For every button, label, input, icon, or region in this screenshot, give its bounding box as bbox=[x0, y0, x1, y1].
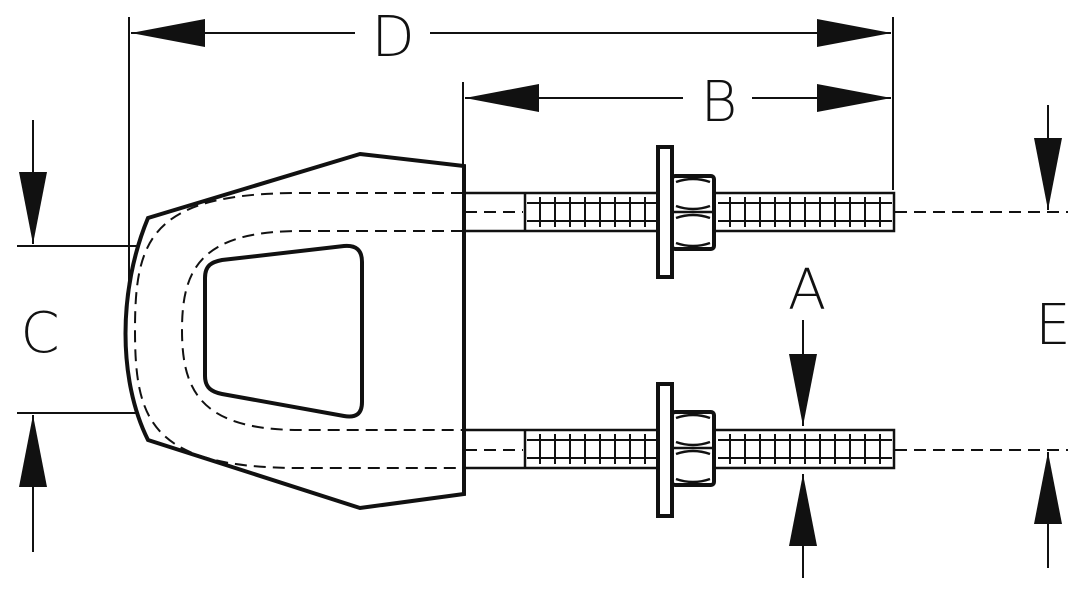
e-arrow-bottom bbox=[1034, 452, 1062, 524]
c-arrow-top bbox=[19, 172, 47, 244]
a-arrow-bottom bbox=[789, 474, 817, 546]
dimension-d: D bbox=[128, 5, 894, 290]
a-arrow-top bbox=[789, 354, 817, 426]
eye-body bbox=[123, 151, 466, 511]
e-label: E bbox=[1035, 293, 1070, 358]
d-arrow-left bbox=[131, 19, 205, 47]
d-arrow-right bbox=[817, 19, 891, 47]
d-label: D bbox=[371, 5, 414, 70]
dimension-a: A bbox=[788, 258, 826, 578]
eye-opening bbox=[203, 243, 364, 419]
u-bolt-hidden-inner bbox=[180, 230, 463, 431]
dimension-b: B bbox=[462, 70, 891, 165]
c-label: C bbox=[20, 301, 59, 366]
nut-top-chamfers bbox=[675, 177, 711, 248]
b-arrow-right bbox=[817, 84, 891, 112]
threaded-rod-bottom bbox=[461, 382, 896, 518]
b-label: B bbox=[701, 70, 738, 135]
c-arrow-bottom bbox=[19, 415, 47, 487]
e-arrow-top bbox=[1034, 138, 1062, 210]
rod-top-thread-ticks bbox=[527, 197, 892, 227]
nut-bottom-chamfers bbox=[675, 413, 711, 484]
washer-top bbox=[656, 145, 674, 279]
a-label: A bbox=[788, 258, 826, 323]
b-arrow-left bbox=[465, 84, 539, 112]
rod-bottom-thread-ticks bbox=[527, 434, 892, 464]
u-bolt-hidden-outer bbox=[133, 192, 463, 469]
threaded-rod-top bbox=[461, 145, 896, 279]
dimension-e: E bbox=[895, 105, 1071, 568]
washer-bottom bbox=[656, 382, 674, 518]
